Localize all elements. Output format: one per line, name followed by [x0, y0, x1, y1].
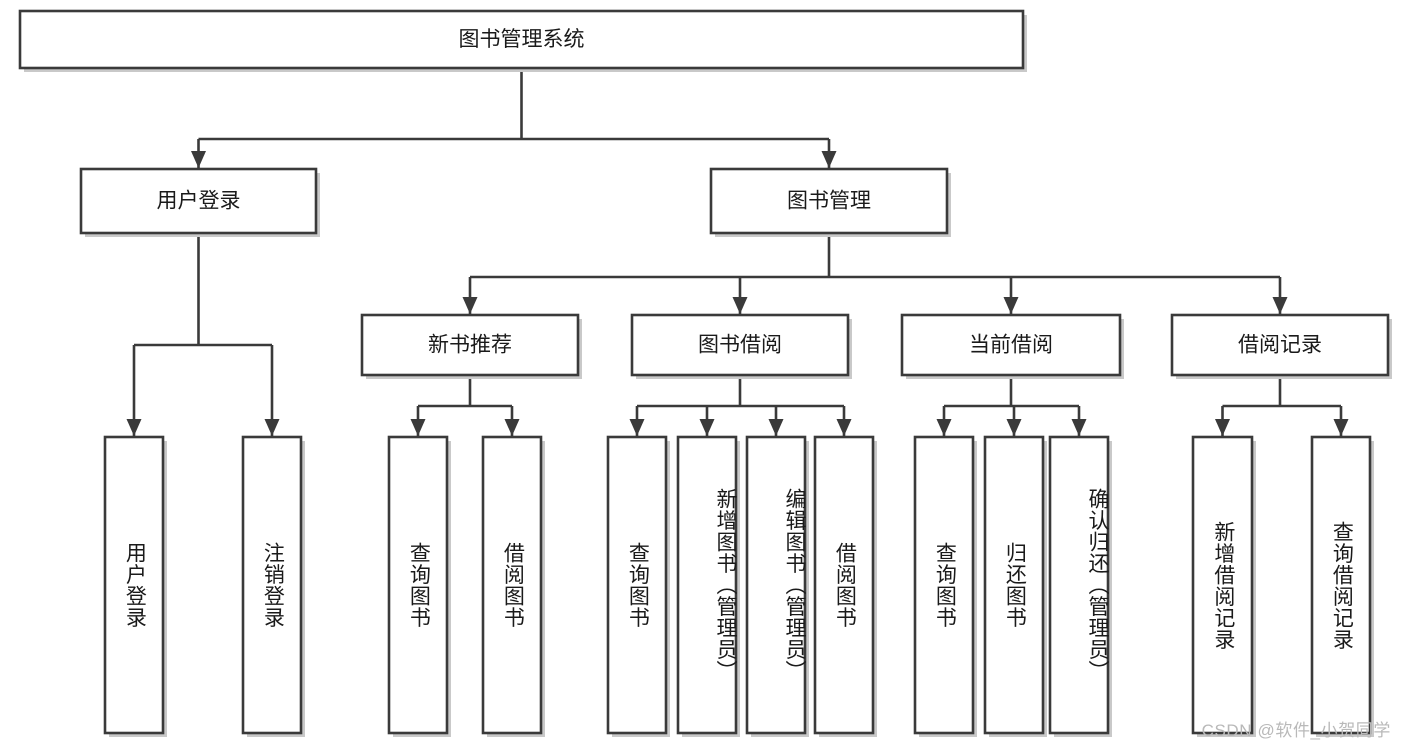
- node-label-book-borrow: 图书借阅: [698, 334, 782, 357]
- node-box-leaf-query-borrow-record[interactable]: [1310, 435, 1372, 735]
- node-box-leaf-user-login[interactable]: [103, 435, 165, 735]
- node-label-current-borrow: 当前借阅: [969, 334, 1053, 357]
- node-box-leaf-add-borrow-record[interactable]: [1191, 435, 1254, 735]
- arrow-head-icon: [629, 419, 645, 436]
- arrow-head-icon: [126, 419, 142, 436]
- watermark-text: CSDN @软件_小贺同学: [1201, 721, 1391, 740]
- arrow-head-icon: [462, 297, 478, 314]
- arrow-head-icon: [191, 151, 206, 168]
- node-box-book-borrow[interactable]: [630, 313, 850, 377]
- node-box-leaf-query-book-recommend[interactable]: [387, 435, 449, 735]
- node-box-book-manage[interactable]: [709, 167, 949, 235]
- node-box-leaf-query-book-borrow[interactable]: [606, 435, 668, 735]
- node-box-leaf-add-book[interactable]: [676, 435, 738, 735]
- node-box-root[interactable]: [18, 9, 1025, 70]
- arrow-head-icon: [699, 419, 715, 436]
- node-box-leaf-query-book-current[interactable]: [913, 435, 975, 735]
- arrow-head-icon: [1071, 419, 1087, 436]
- node-box-new-book-recommend[interactable]: [360, 313, 580, 377]
- node-label-borrow-record: 借阅记录: [1238, 334, 1322, 357]
- arrow-head-icon: [264, 419, 280, 436]
- arrow-head-icon: [936, 419, 952, 436]
- arrow-head-icon: [821, 151, 837, 168]
- node-box-current-borrow[interactable]: [900, 313, 1122, 377]
- node-box-leaf-return-book[interactable]: [983, 435, 1045, 735]
- arrow-head-icon: [410, 419, 426, 436]
- node-label-new-book-recommend: 新书推荐: [428, 334, 512, 357]
- node-box-leaf-logout[interactable]: [241, 435, 303, 735]
- arrow-head-icon: [732, 297, 748, 314]
- arrow-head-icon: [1215, 419, 1230, 436]
- arrow-head-icon: [768, 419, 784, 436]
- node-box-user-login[interactable]: [79, 167, 318, 235]
- arrow-head-icon: [1333, 419, 1349, 436]
- node-box-borrow-record[interactable]: [1170, 313, 1390, 377]
- node-label-root: 图书管理系统: [459, 28, 585, 51]
- arrow-head-icon: [1272, 297, 1288, 314]
- node-box-leaf-confirm-return[interactable]: [1048, 435, 1110, 735]
- node-label-user-login: 用户登录: [157, 190, 241, 213]
- node-label-book-manage: 图书管理: [787, 190, 871, 213]
- node-box-leaf-edit-book[interactable]: [745, 435, 807, 735]
- arrow-head-icon: [1003, 297, 1019, 314]
- arrow-head-icon: [504, 419, 520, 436]
- node-box-leaf-borrow-book[interactable]: [813, 435, 875, 735]
- arrow-head-icon: [836, 419, 852, 436]
- arrow-head-icon: [1006, 419, 1022, 436]
- node-box-leaf-borrow-book-recommend[interactable]: [481, 435, 543, 735]
